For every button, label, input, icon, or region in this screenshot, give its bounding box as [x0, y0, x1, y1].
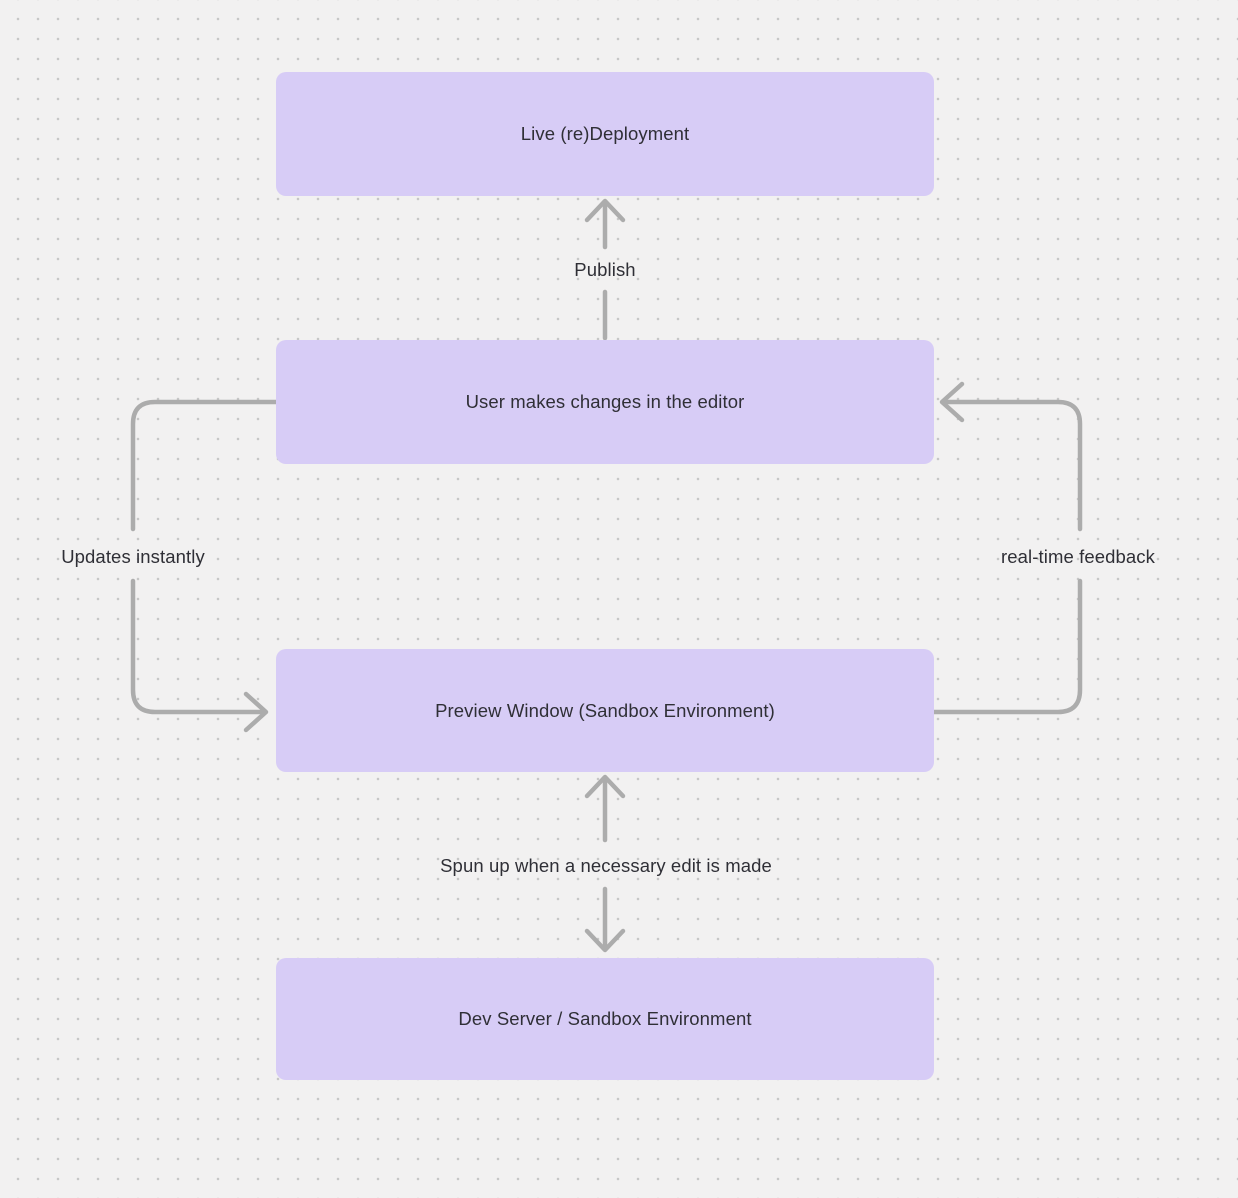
node-user-edits: User makes changes in the editor — [276, 340, 934, 464]
arrowhead-right-icon — [243, 691, 269, 733]
arrowhead-down-icon — [584, 928, 626, 953]
node-label: Dev Server / Sandbox Environment — [458, 1008, 752, 1029]
edge-label-realtime-feedback: real-time feedback — [1001, 546, 1155, 567]
arrowhead-up-icon — [584, 198, 626, 223]
node-live-deployment: Live (re)Deployment — [276, 72, 934, 196]
node-preview-window: Preview Window (Sandbox Environment) — [276, 649, 934, 772]
edge-label-spun-up: Spun up when a necessary edit is made — [440, 855, 772, 876]
arrowhead-up-icon — [584, 774, 626, 799]
arrowhead-left-icon — [939, 381, 965, 423]
edge-label-publish: Publish — [574, 259, 636, 280]
node-label: Preview Window (Sandbox Environment) — [435, 699, 775, 721]
node-dev-server: Dev Server / Sandbox Environment — [276, 958, 934, 1080]
node-label: User makes changes in the editor — [465, 391, 745, 412]
edge-label-updates-instantly: Updates instantly — [61, 546, 205, 567]
node-label: Live (re)Deployment — [520, 123, 690, 144]
